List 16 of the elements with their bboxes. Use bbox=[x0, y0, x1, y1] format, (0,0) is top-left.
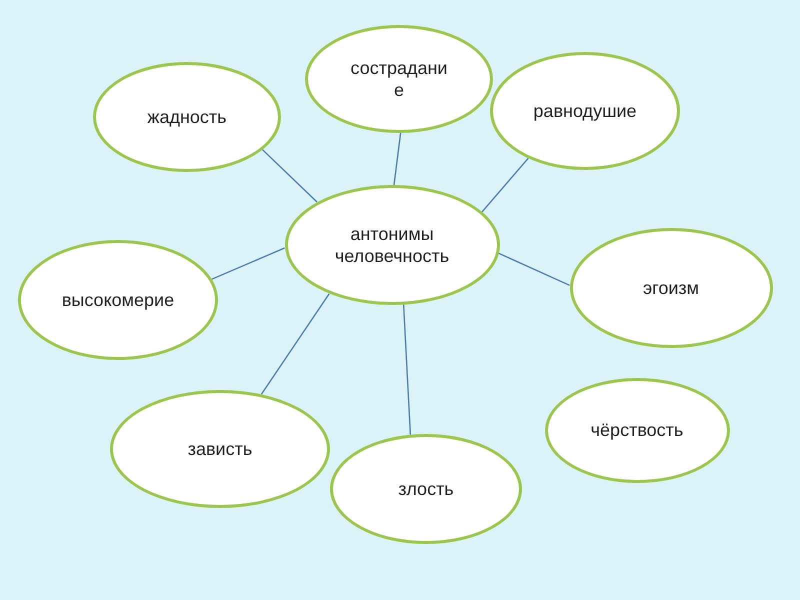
node-label: жадность bbox=[147, 106, 227, 128]
node-label: чёрствость bbox=[590, 419, 684, 441]
node-label: эгоизм bbox=[642, 277, 700, 299]
connector-line bbox=[393, 132, 402, 186]
node-label: равнодушие bbox=[533, 100, 637, 122]
connector-line bbox=[262, 149, 318, 202]
node-label: высокомерие bbox=[62, 289, 174, 311]
connector-line bbox=[260, 293, 330, 395]
connector-line bbox=[481, 158, 529, 213]
node-label: злость bbox=[398, 478, 454, 500]
node-label: зависть bbox=[188, 438, 252, 460]
connector-line bbox=[402, 304, 412, 435]
connector-line bbox=[498, 252, 570, 286]
node-label: антонимы человечность bbox=[334, 223, 450, 267]
connector-line bbox=[212, 247, 285, 280]
node-label: сострадание bbox=[350, 57, 448, 101]
